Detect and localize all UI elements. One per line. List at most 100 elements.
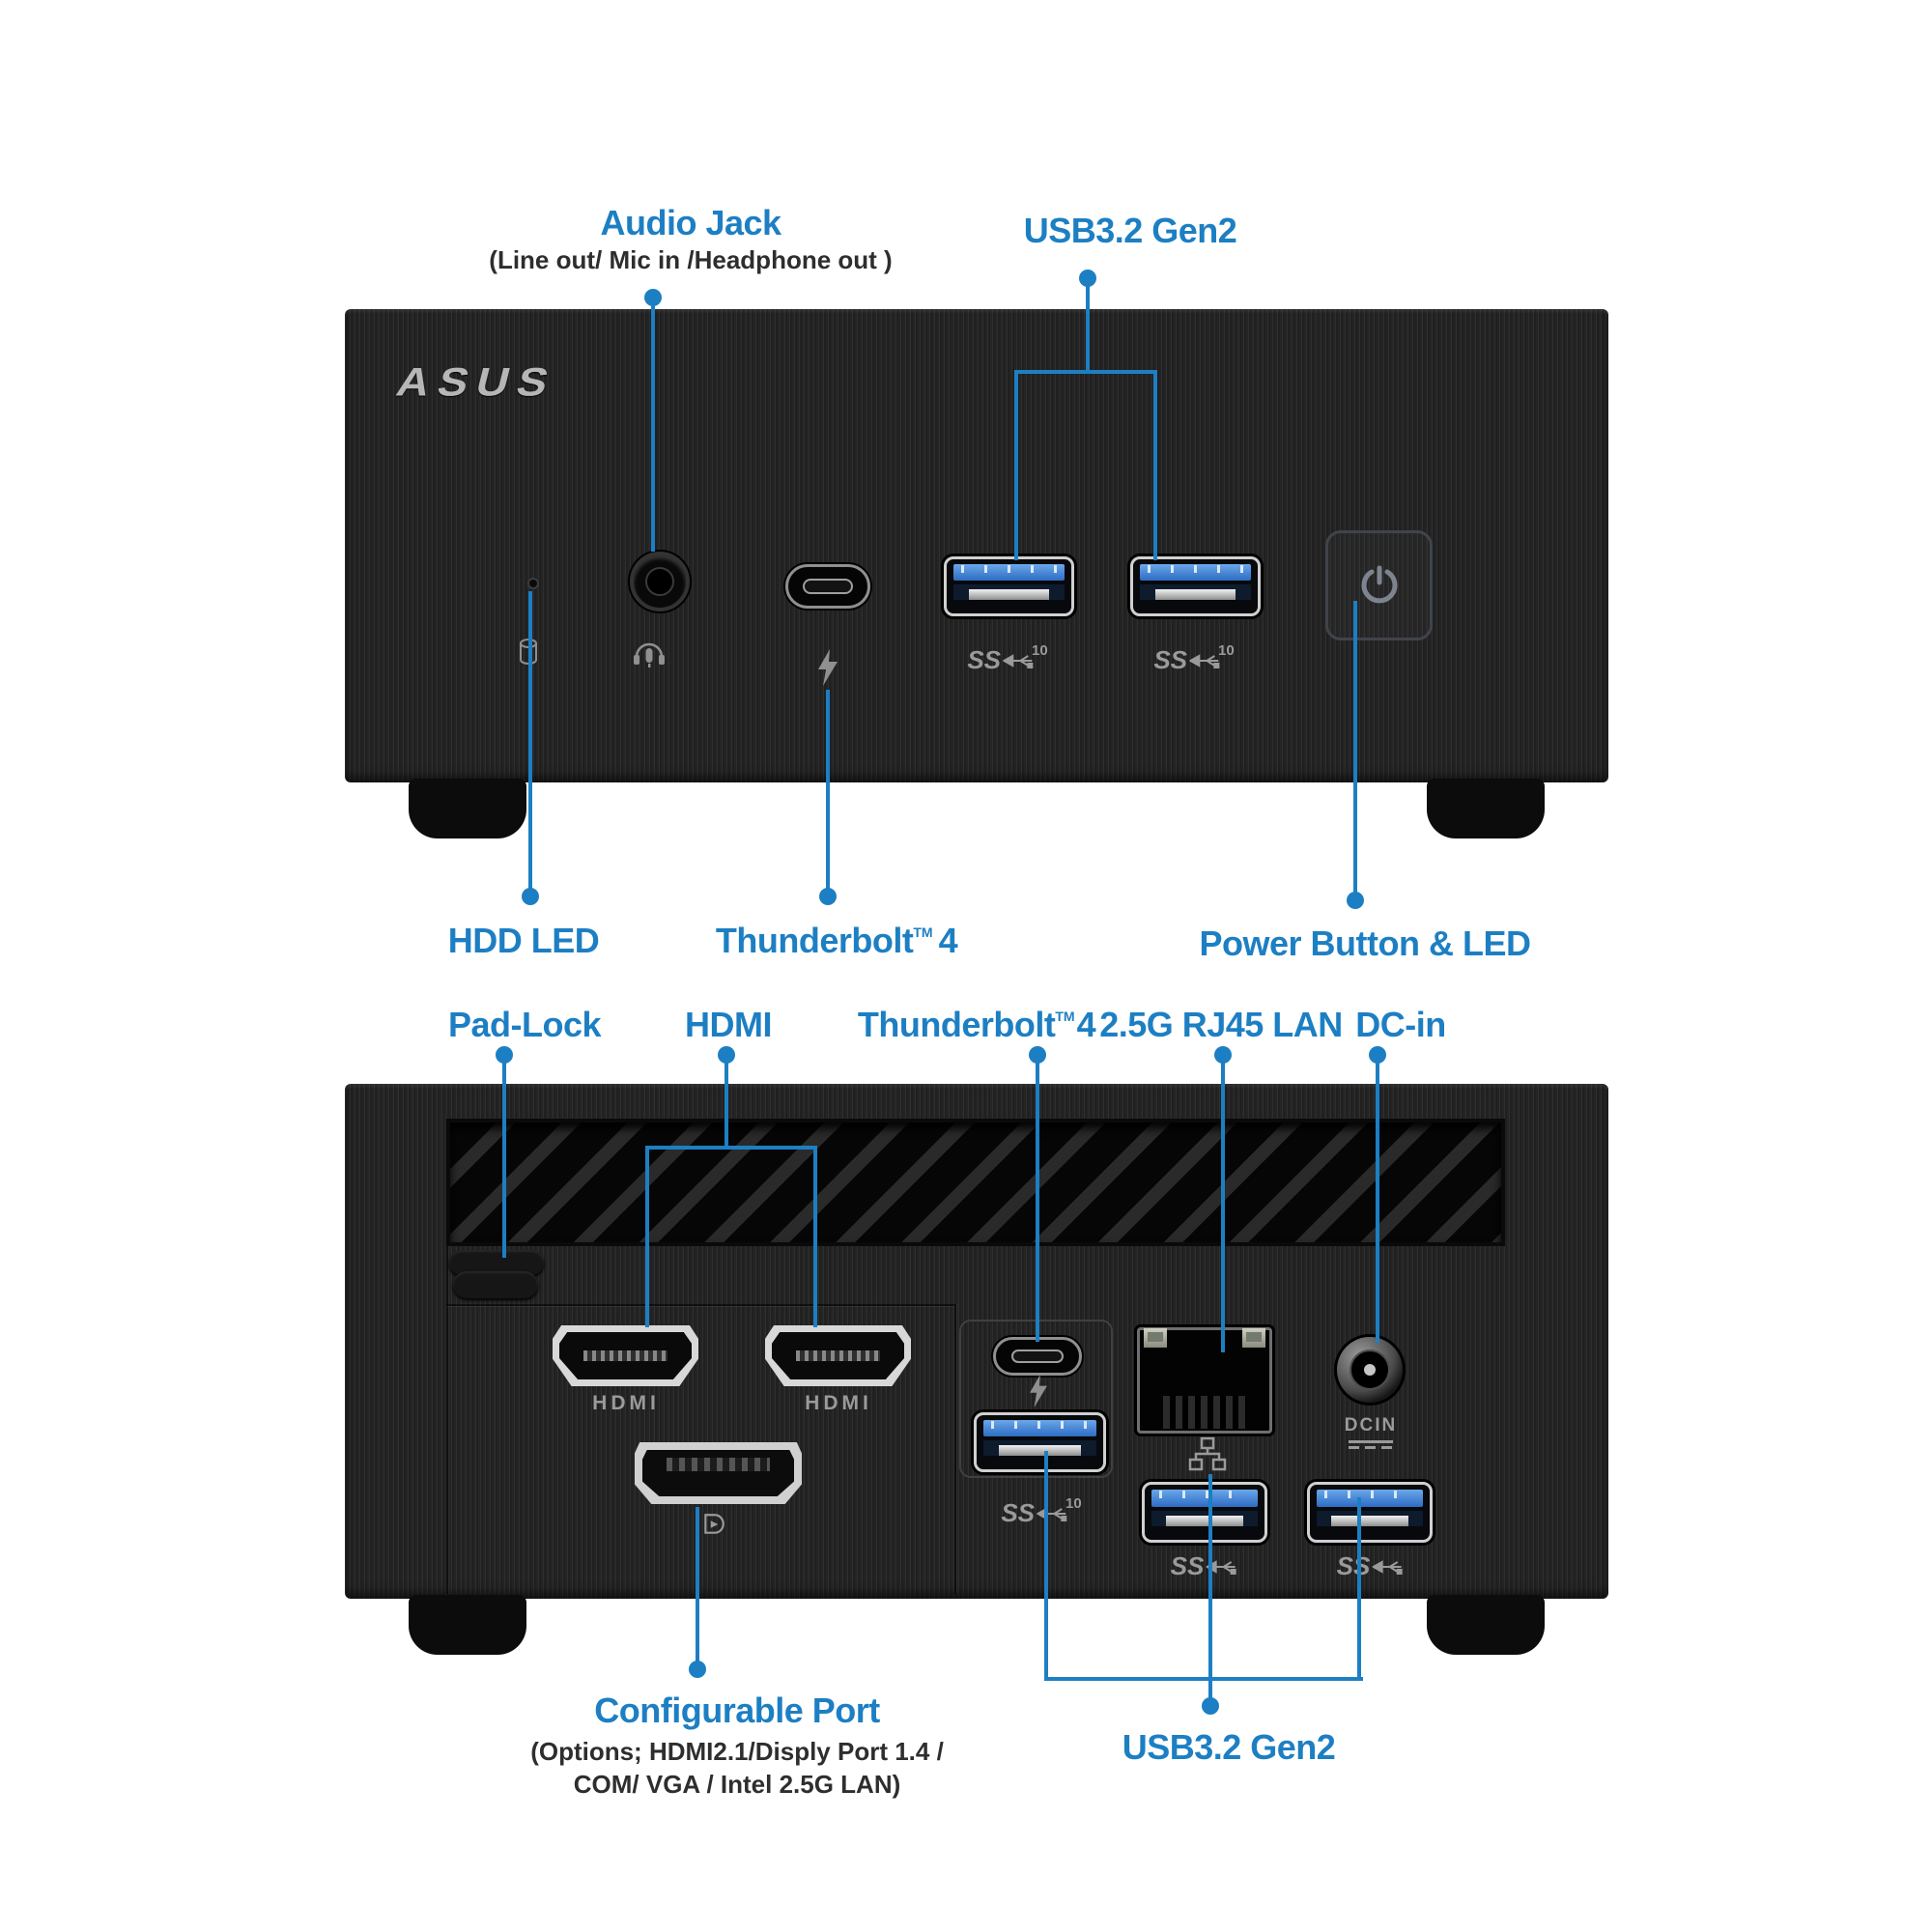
hdd-led-callout-line (528, 591, 532, 896)
displayport-logo-icon (701, 1512, 726, 1542)
audio-callout-line (651, 296, 655, 552)
panel-seam (954, 1304, 956, 1594)
configurable-port-sublabel-1: (Options; HDMI2.1/Disply Port 1.4 / (530, 1737, 944, 1766)
front-usb-callout-stem (1086, 276, 1090, 374)
hdmi-port-1 (553, 1325, 698, 1386)
usb-latch (969, 589, 1049, 601)
rj45-lan-port (1137, 1327, 1272, 1434)
rear-usb-dot (1202, 1697, 1219, 1715)
tm-superscript: TM (913, 924, 933, 940)
rear-thunderbolt-line (1036, 1055, 1039, 1342)
ss-text: SS (1001, 1498, 1035, 1527)
configurable-port-dot (689, 1661, 706, 1678)
audio-jack-label: Audio Jack (600, 203, 781, 242)
power-callout-line (1353, 601, 1357, 900)
rear-hdmi-stem (724, 1055, 728, 1150)
power-callout-dot (1347, 892, 1364, 909)
front-usb-callout-branch-1 (1014, 370, 1018, 560)
hdd-led-label: HDD LED (447, 921, 600, 960)
ss-mark: SS (1171, 1551, 1239, 1581)
ss-text: SS (1170, 1551, 1205, 1580)
power-button-label: Power Button & LED (1199, 923, 1531, 963)
rear-usb-line-2 (1208, 1474, 1212, 1681)
audio-jack-sublabel: (Line out/ Mic in /Headphone out ) (489, 245, 893, 274)
usb-latch (1331, 1515, 1408, 1526)
dc-polarity-icon (1349, 1440, 1393, 1449)
rear-hdmi-branch-2 (813, 1146, 817, 1327)
hdd-led-callout-dot (522, 888, 539, 905)
usbc-pin-tab (803, 578, 853, 595)
audio-jack-port (630, 552, 690, 611)
rear-hdmi-bracket (645, 1146, 817, 1150)
usb-trident-icon (1037, 1506, 1066, 1521)
rear-usb-a-port-2 (1142, 1482, 1267, 1543)
rear-hdmi-dot (718, 1046, 735, 1064)
thunderbolt-number: 4 (938, 921, 958, 960)
dc-in-label: DC-in (1355, 1005, 1446, 1044)
usb-tongue (953, 564, 1065, 582)
front-panel: ASUS SS 10 (345, 309, 1608, 838)
dc-in-dot (1369, 1046, 1386, 1064)
rear-usbc-thunderbolt-port (993, 1337, 1082, 1376)
thunderbolt-text: Thunderbolt (715, 921, 914, 960)
usb-tongue (1317, 1490, 1423, 1507)
usb-tongue (983, 1420, 1096, 1437)
usb-trident-icon (1003, 653, 1033, 668)
front-thunderbolt-callout-dot (819, 888, 837, 905)
front-lightning-icon (817, 649, 838, 691)
front-usb-callout-bracket (1014, 370, 1157, 374)
rear-right-foot (1427, 1595, 1545, 1655)
rear-thunderbolt-dot (1029, 1046, 1046, 1064)
rear-usb-bracket (1044, 1677, 1363, 1681)
front-left-foot (409, 779, 526, 838)
power-button (1325, 530, 1433, 640)
usbc-pin-tab (1011, 1349, 1064, 1364)
usb-cavity (1140, 584, 1251, 601)
thunderbolt-number: 4 (1076, 1005, 1096, 1044)
hdmi-socket (772, 1332, 904, 1379)
audio-callout-dot (644, 289, 662, 306)
ss10-mark: SS 10 (967, 642, 1048, 675)
ss-ten: 10 (1032, 642, 1048, 659)
ss-mark: SS (1337, 1551, 1406, 1581)
usb-cavity (1151, 1510, 1258, 1526)
rj45-contacts (1163, 1396, 1246, 1429)
dc-in-mark: DCIN (1344, 1415, 1398, 1435)
usb-cavity (1317, 1510, 1423, 1526)
usb-trident-icon (1372, 1559, 1403, 1575)
usb-latch (1155, 589, 1236, 601)
rj45-led-window (1148, 1332, 1163, 1342)
ss-text: SS (1153, 645, 1187, 674)
usb-latch (999, 1445, 1081, 1457)
panel-seam (446, 1246, 448, 1594)
hdmi-socket (559, 1332, 692, 1379)
usb-trident-icon (1206, 1559, 1236, 1575)
ethernet-icon (1188, 1436, 1227, 1476)
dc-in-port (1337, 1337, 1403, 1403)
usb-cavity (983, 1440, 1096, 1457)
pad-lock-line (502, 1055, 506, 1258)
rear-usb-a-port-3 (1307, 1482, 1433, 1543)
rear-usb-line-1 (1044, 1451, 1048, 1681)
ss10-mark: SS 10 (1001, 1495, 1081, 1528)
usb-trident-icon (1189, 653, 1219, 668)
front-usbc-thunderbolt-port (785, 564, 870, 609)
dp-socket (642, 1450, 794, 1496)
front-thunderbolt-callout-line (826, 690, 830, 896)
power-icon (1361, 565, 1397, 604)
rear-left-foot (409, 1595, 526, 1655)
dp-pins (667, 1457, 770, 1471)
hdmi-pins (582, 1350, 668, 1361)
pad-lock-label: Pad-Lock (447, 1005, 602, 1044)
rear-panel: HDMI HDMI SS 10 (345, 1084, 1608, 1655)
dc-in-pin (1364, 1364, 1376, 1376)
usb-latch (1166, 1515, 1243, 1526)
displayport-configurable-port (635, 1442, 802, 1504)
rear-hdmi-label: HDMI (685, 1005, 773, 1044)
configurable-port-sublabel-2: COM/ VGA / Intel 2.5G LAN) (573, 1770, 901, 1799)
configurable-port-line (696, 1507, 699, 1663)
dc-in-socket (1350, 1350, 1390, 1390)
front-usb-callout-branch-2 (1153, 370, 1157, 560)
lan-label: 2.5G RJ45 LAN (1099, 1005, 1343, 1044)
front-thunderbolt-label: ThunderboltTM 4 (715, 921, 958, 961)
